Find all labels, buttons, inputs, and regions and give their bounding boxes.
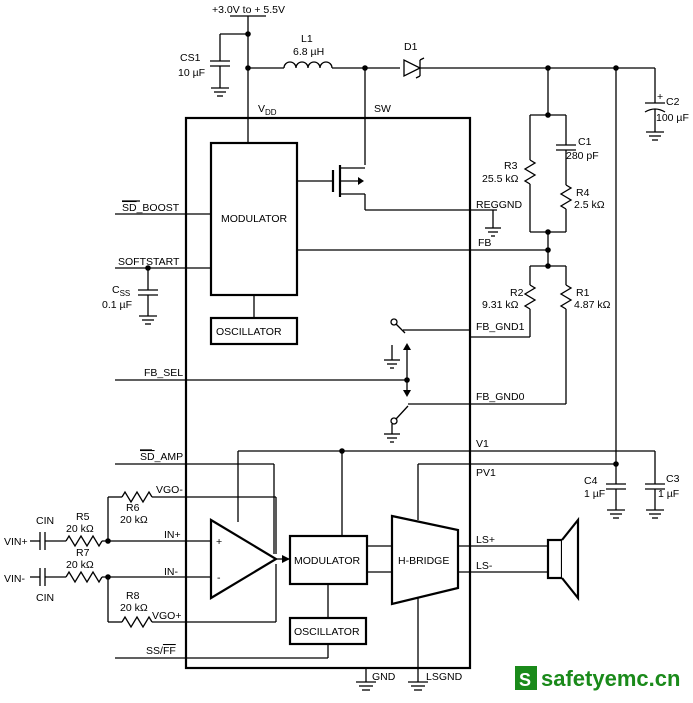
vgo-plus-label: VGO+ xyxy=(152,610,181,622)
speaker-icon xyxy=(546,516,580,602)
l1-name: L1 xyxy=(301,33,313,45)
softstart-label: SOFTSTART xyxy=(118,256,180,268)
r3-value: 25.5 kΩ xyxy=(482,173,519,185)
boost-mosfet: REGGND FB xyxy=(331,165,523,249)
r1-value: 4.87 kΩ xyxy=(574,299,611,311)
input-network: VIN+ CIN R5 20 kΩ IN+ R6 20 kΩ VGO- VIN-… xyxy=(4,484,277,629)
r4-name: R4 xyxy=(576,187,590,199)
capacitor-c2: + C2 100 µF xyxy=(644,68,689,141)
ss-ff-label: SS/FF xyxy=(146,645,176,657)
cs1-name: CS1 xyxy=(180,52,201,64)
cin-bottom-label: CIN xyxy=(36,592,54,604)
input-opamp: + - xyxy=(209,518,290,600)
ic-grounds: GND LSGND xyxy=(356,668,463,691)
opamp-minus-sign: - xyxy=(217,572,221,584)
r1-name: R1 xyxy=(576,287,590,299)
diode-d1: D1 xyxy=(403,41,655,79)
boost-modulator-block: MODULATOR OSCILLATOR xyxy=(209,141,548,346)
vin-plus-label: VIN+ xyxy=(4,536,28,548)
watermark-badge: S xyxy=(519,670,531,690)
sd-amp-pin: SD_AMP xyxy=(115,449,275,554)
fb-select-switches: FB_GND1 FB_SEL FB_GND0 xyxy=(115,318,566,443)
fb-gnd1-label: FB_GND1 xyxy=(476,321,525,333)
c1-name: C1 xyxy=(578,136,592,148)
vgo-minus-label: VGO- xyxy=(156,484,183,496)
modulator-top-label: MODULATOR xyxy=(221,213,288,225)
ls-plus-label: LS+ xyxy=(476,534,495,546)
c4-value: 1 µF xyxy=(584,488,605,500)
boost-pins: VDD SW xyxy=(247,68,391,165)
r7-value: 20 kΩ xyxy=(66,559,94,571)
amp-modulator-block: MODULATOR OSCILLATOR SS/FF xyxy=(115,534,392,659)
inductor-l1: L1 6.8 µH xyxy=(248,33,400,71)
c3-name: C3 xyxy=(666,473,680,485)
fb-sel-label: FB_SEL xyxy=(144,367,183,379)
r2-name: R2 xyxy=(510,287,524,299)
hbridge-label: H-BRIDGE xyxy=(398,555,449,567)
r5-name: R5 xyxy=(76,511,90,523)
in-plus-label: IN+ xyxy=(164,529,181,541)
c3-value: 1 µF xyxy=(658,488,679,500)
amp-supply-rails: V1 PV1 C4 1 µF C3 1 µF xyxy=(237,68,680,536)
r3-name: R3 xyxy=(504,160,518,172)
lsgnd-pin-label: LSGND xyxy=(426,671,463,683)
l1-value: 6.8 µH xyxy=(293,46,324,58)
c2-name: C2 xyxy=(666,96,680,108)
sd-amp-label: SD_AMP xyxy=(140,451,183,463)
h-bridge-block: H-BRIDGE LS+ LS- xyxy=(390,514,548,682)
feedback-network-upper: C1 280 pF R3 25.5 kΩ R4 2.5 kΩ xyxy=(482,68,605,266)
r5-value: 20 kΩ xyxy=(66,523,94,535)
watermark-logo: S safetyemc.cn xyxy=(515,666,680,691)
fb-gnd0-label: FB_GND0 xyxy=(476,391,525,403)
pv1-pin-label: PV1 xyxy=(476,467,496,479)
d1-name: D1 xyxy=(404,41,418,53)
vdd-pin-label: VDD xyxy=(258,103,277,117)
c2-polarity: + xyxy=(657,91,663,103)
watermark-text: safetyemc.cn xyxy=(541,666,680,691)
cin-top-label: CIN xyxy=(36,515,54,527)
css-name: CSS xyxy=(112,284,130,298)
supply-input: +3.0V to + 5.5V CS1 10 µF xyxy=(178,4,285,118)
r6-name: R6 xyxy=(126,502,140,514)
r2-value: 9.31 kΩ xyxy=(482,299,519,311)
sd-boost-label: SD_BOOST xyxy=(122,202,180,214)
r4-value: 2.5 kΩ xyxy=(574,199,605,211)
in-minus-label: IN- xyxy=(164,566,179,578)
r8-value: 20 kΩ xyxy=(120,602,148,614)
r7-name: R7 xyxy=(76,547,90,559)
cs1-value: 10 µF xyxy=(178,67,205,79)
css-value: 0.1 µF xyxy=(102,299,132,311)
vin-minus-label: VIN- xyxy=(4,573,26,585)
supply-voltage-label: +3.0V to + 5.5V xyxy=(212,4,285,16)
opamp-plus-sign: + xyxy=(216,536,222,548)
gnd-pin-label: GND xyxy=(372,671,396,683)
c2-value: 100 µF xyxy=(656,112,689,124)
ls-minus-label: LS- xyxy=(476,560,493,572)
c1-value: 280 pF xyxy=(566,150,599,162)
fb-pin-label: FB xyxy=(478,237,491,249)
v1-pin-label: V1 xyxy=(476,438,489,450)
oscillator-top-label: OSCILLATOR xyxy=(216,326,282,338)
r6-value: 20 kΩ xyxy=(120,514,148,526)
feedback-network-lower: R2 9.31 kΩ R1 4.87 kΩ xyxy=(482,247,611,404)
c4-name: C4 xyxy=(584,475,598,487)
modulator-bottom-label: MODULATOR xyxy=(294,555,361,567)
oscillator-bottom-label: OSCILLATOR xyxy=(294,626,360,638)
reggnd-pin-label: REGGND xyxy=(476,199,523,211)
sw-pin-label: SW xyxy=(374,103,391,115)
r8-name: R8 xyxy=(126,590,140,602)
boost-control-pins: SD_BOOST SOFTSTART CSS 0.1 µF xyxy=(102,200,211,325)
ic-package-outline xyxy=(184,116,472,670)
